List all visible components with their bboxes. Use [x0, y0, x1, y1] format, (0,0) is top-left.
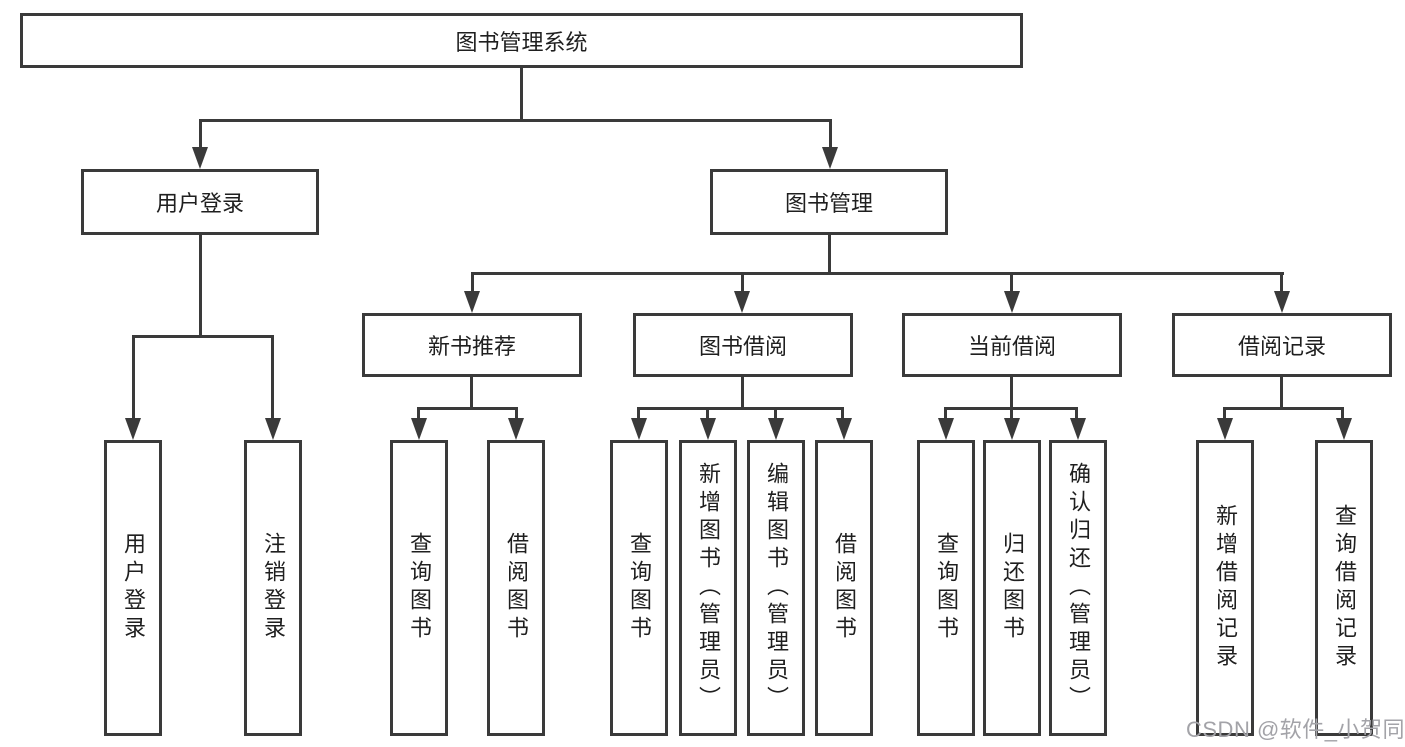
arrowhead-down-icon	[1274, 291, 1290, 313]
node-label: 借阅记录	[1237, 334, 1326, 359]
leaf-edit-book-admin: 编辑图书（管理员）	[747, 440, 805, 736]
node-current-borrow: 当前借阅	[902, 313, 1122, 377]
edge-stem-leaf	[1075, 407, 1078, 418]
leaf-add-book-admin: 新增图书（管理员）	[679, 440, 737, 736]
arrowhead-down-icon	[265, 418, 281, 440]
edge-stem-leaf	[841, 407, 844, 418]
node-label: 新书推荐	[427, 334, 516, 359]
edge-root-stem	[520, 68, 523, 119]
leaf-label: 新增借阅记录	[1213, 504, 1238, 672]
leaf-return-book: 归还图书	[983, 440, 1041, 736]
arrowhead-down-icon	[631, 418, 647, 440]
edge-stem-borrow-record	[1280, 272, 1283, 291]
node-label: 图书借阅	[698, 334, 787, 359]
edge-stem-leaf	[1010, 407, 1013, 418]
leaf-label: 查询图书	[627, 532, 652, 644]
arrowhead-down-icon	[192, 147, 208, 169]
node-borrow-record: 借阅记录	[1172, 313, 1392, 377]
edge-stem-leaf	[417, 407, 420, 418]
leaf-borrow-book-recommend: 借阅图书	[487, 440, 545, 736]
arrowhead-down-icon	[700, 418, 716, 440]
edge-stem-book-mgmt	[829, 119, 832, 149]
node-label: 当前借阅	[967, 334, 1056, 359]
edge-book-borrow-stem	[741, 377, 744, 407]
edge-stem-leaf	[774, 407, 777, 418]
edge-stem-book-borrow	[741, 272, 744, 291]
node-label: 图书管理系统	[455, 29, 588, 55]
csdn-watermark: CSDN @软件_小贺同学	[1186, 717, 1405, 742]
leaf-borrow-book: 借阅图书	[815, 440, 873, 736]
leaf-label: 归还图书	[1000, 532, 1025, 644]
edge-stem-logout-leaf	[271, 335, 274, 420]
leaf-label: 用户登录	[121, 532, 146, 644]
edge-book-borrow-bracket	[639, 407, 844, 410]
edge-stem-new-book	[471, 272, 474, 291]
leaf-label: 借阅图书	[832, 532, 857, 644]
edge-borrow-record-bracket	[1225, 407, 1344, 410]
edge-stem-current-borrow	[1010, 272, 1013, 291]
edge-level2-bracket	[471, 272, 1284, 275]
leaf-query-borrow-record: 查询借阅记录	[1315, 440, 1373, 736]
edge-book-mgmt-stem	[828, 235, 831, 272]
leaf-logout: 注销登录	[244, 440, 302, 736]
leaf-label: 编辑图书（管理员）	[764, 462, 789, 714]
edge-user-login-bracket	[132, 335, 274, 338]
node-book-borrow: 图书借阅	[633, 313, 853, 377]
leaf-label: 确认归还（管理员）	[1066, 462, 1091, 714]
arrowhead-down-icon	[125, 418, 141, 440]
edge-stem-leaf	[706, 407, 709, 418]
arrowhead-down-icon	[1217, 418, 1233, 440]
node-label: 图书管理	[784, 191, 873, 216]
leaf-label: 借阅图书	[504, 532, 529, 644]
arrowhead-down-icon	[1070, 418, 1086, 440]
node-book-management: 图书管理	[710, 169, 948, 235]
node-library-system: 图书管理系统	[20, 13, 1023, 68]
arrowhead-down-icon	[1336, 418, 1352, 440]
leaf-add-borrow-record: 新增借阅记录	[1196, 440, 1254, 736]
leaf-confirm-return-admin: 确认归还（管理员）	[1049, 440, 1107, 736]
edge-borrow-record-stem	[1280, 377, 1283, 407]
node-new-book-recommend: 新书推荐	[362, 313, 582, 377]
leaf-label: 新增图书（管理员）	[696, 462, 721, 714]
edge-new-book-bracket	[419, 407, 518, 410]
arrowhead-down-icon	[508, 418, 524, 440]
leaf-user-login: 用户登录	[104, 440, 162, 736]
leaf-query-book-borrow: 查询图书	[610, 440, 668, 736]
edge-stem-leaf	[1341, 407, 1344, 418]
node-user-login: 用户登录	[81, 169, 319, 235]
leaf-label: 查询图书	[407, 532, 432, 644]
leaf-query-book-recommend: 查询图书	[390, 440, 448, 736]
edge-stem-leaf	[515, 407, 518, 418]
leaf-query-book-current: 查询图书	[917, 440, 975, 736]
arrowhead-down-icon	[822, 147, 838, 169]
node-label: 用户登录	[155, 191, 244, 216]
edge-current-borrow-stem	[1010, 377, 1013, 407]
edge-stem-leaf	[1223, 407, 1226, 418]
arrowhead-down-icon	[836, 418, 852, 440]
leaf-label: 查询借阅记录	[1332, 504, 1357, 672]
edge-stem-login-leaf	[132, 335, 135, 420]
arrowhead-down-icon	[1004, 291, 1020, 313]
edge-stem-user-login	[199, 119, 202, 149]
arrowhead-down-icon	[411, 418, 427, 440]
edge-stem-leaf	[637, 407, 640, 418]
edge-new-book-stem	[470, 377, 473, 407]
edge-root-bracket	[199, 119, 832, 122]
leaf-label: 注销登录	[261, 532, 286, 644]
arrowhead-down-icon	[1004, 418, 1020, 440]
edge-user-login-stem	[199, 235, 202, 335]
leaf-label: 查询图书	[934, 532, 959, 644]
arrowhead-down-icon	[938, 418, 954, 440]
arrowhead-down-icon	[734, 291, 750, 313]
edge-stem-leaf	[944, 407, 947, 418]
arrowhead-down-icon	[768, 418, 784, 440]
arrowhead-down-icon	[464, 291, 480, 313]
